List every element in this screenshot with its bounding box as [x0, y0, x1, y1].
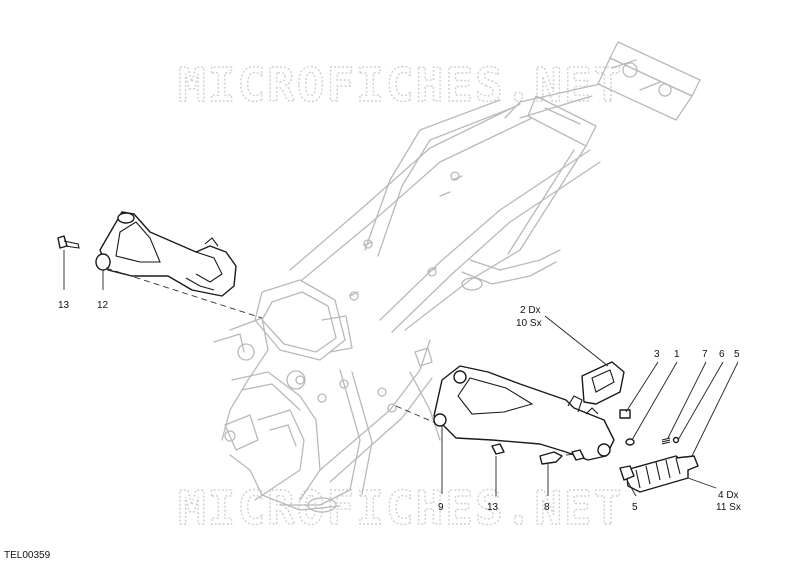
- callout-5-bottom: 5: [632, 502, 638, 513]
- callout-labels: 13 12 2 Dx 10 Sx 3 1 7 6 5 9 13 8 5 4 Dx…: [58, 300, 741, 513]
- callout-11-sx: 11 Sx: [716, 502, 741, 513]
- callout-6: 6: [719, 349, 725, 360]
- alignment-line-right: [395, 405, 439, 425]
- callout-9: 9: [438, 502, 444, 513]
- callout-4-dx: 4 Dx: [718, 490, 739, 501]
- bolt-13-left: [57, 235, 80, 249]
- small-hardware: [491, 409, 680, 481]
- footpeg: [625, 455, 699, 493]
- callout-1: 1: [674, 349, 680, 360]
- alignment-line-left: [105, 267, 263, 319]
- callout-13-bottom: 13: [487, 502, 499, 513]
- leader-lines: [63, 250, 739, 497]
- callout-7: 7: [702, 349, 708, 360]
- callout-12: 12: [97, 300, 109, 311]
- callout-8: 8: [544, 502, 550, 513]
- drawing-code: TEL00359: [4, 550, 51, 561]
- callout-5-top: 5: [734, 349, 740, 360]
- heel-guard: [581, 361, 625, 405]
- left-footpeg-bracket: [95, 211, 237, 297]
- watermark-bottom: MICROFICHES.NET: [178, 481, 623, 535]
- motorcycle-frame: [213, 41, 701, 513]
- watermark-top: MICROFICHES.NET: [178, 58, 623, 112]
- callout-10-sx: 10 Sx: [516, 318, 542, 329]
- callout-13-left: 13: [58, 300, 70, 311]
- right-footpeg-bracket: [433, 365, 615, 461]
- callout-2-dx: 2 Dx: [520, 305, 541, 316]
- callout-3: 3: [654, 349, 660, 360]
